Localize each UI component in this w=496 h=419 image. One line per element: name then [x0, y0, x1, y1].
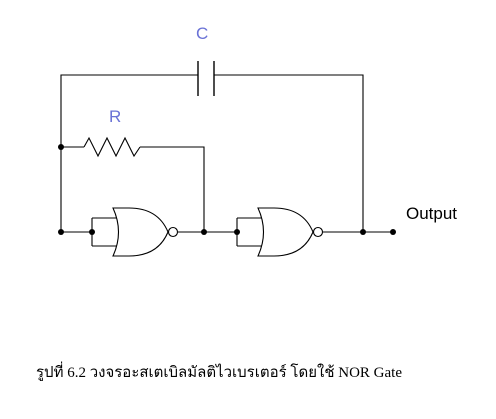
nor-gate-1: [112, 207, 179, 257]
resistor-wire-right: [140, 146, 205, 232]
feedback-wire-top-right: [214, 74, 364, 232]
feedback-wire-top: [60, 74, 198, 232]
capacitor-symbol: [197, 61, 215, 96]
junction-dot: [58, 229, 64, 235]
junction-dot: [360, 229, 366, 235]
figure-caption: รูปที่ 6.2 วงจรอะสเตเบิลมัลติไวเบรเตอร์ …: [36, 361, 402, 381]
junction-dot: [201, 229, 207, 235]
resistor-label: R: [109, 107, 121, 126]
nor-gate-2: [257, 207, 324, 257]
resistor-symbol: [83, 136, 141, 158]
capacitor-label: C: [196, 24, 208, 43]
output-label: Output: [406, 204, 457, 223]
junction-dot: [89, 229, 95, 235]
junction-dot: [58, 144, 64, 150]
junction-dot: [234, 229, 240, 235]
output-terminal-dot: [390, 229, 396, 235]
